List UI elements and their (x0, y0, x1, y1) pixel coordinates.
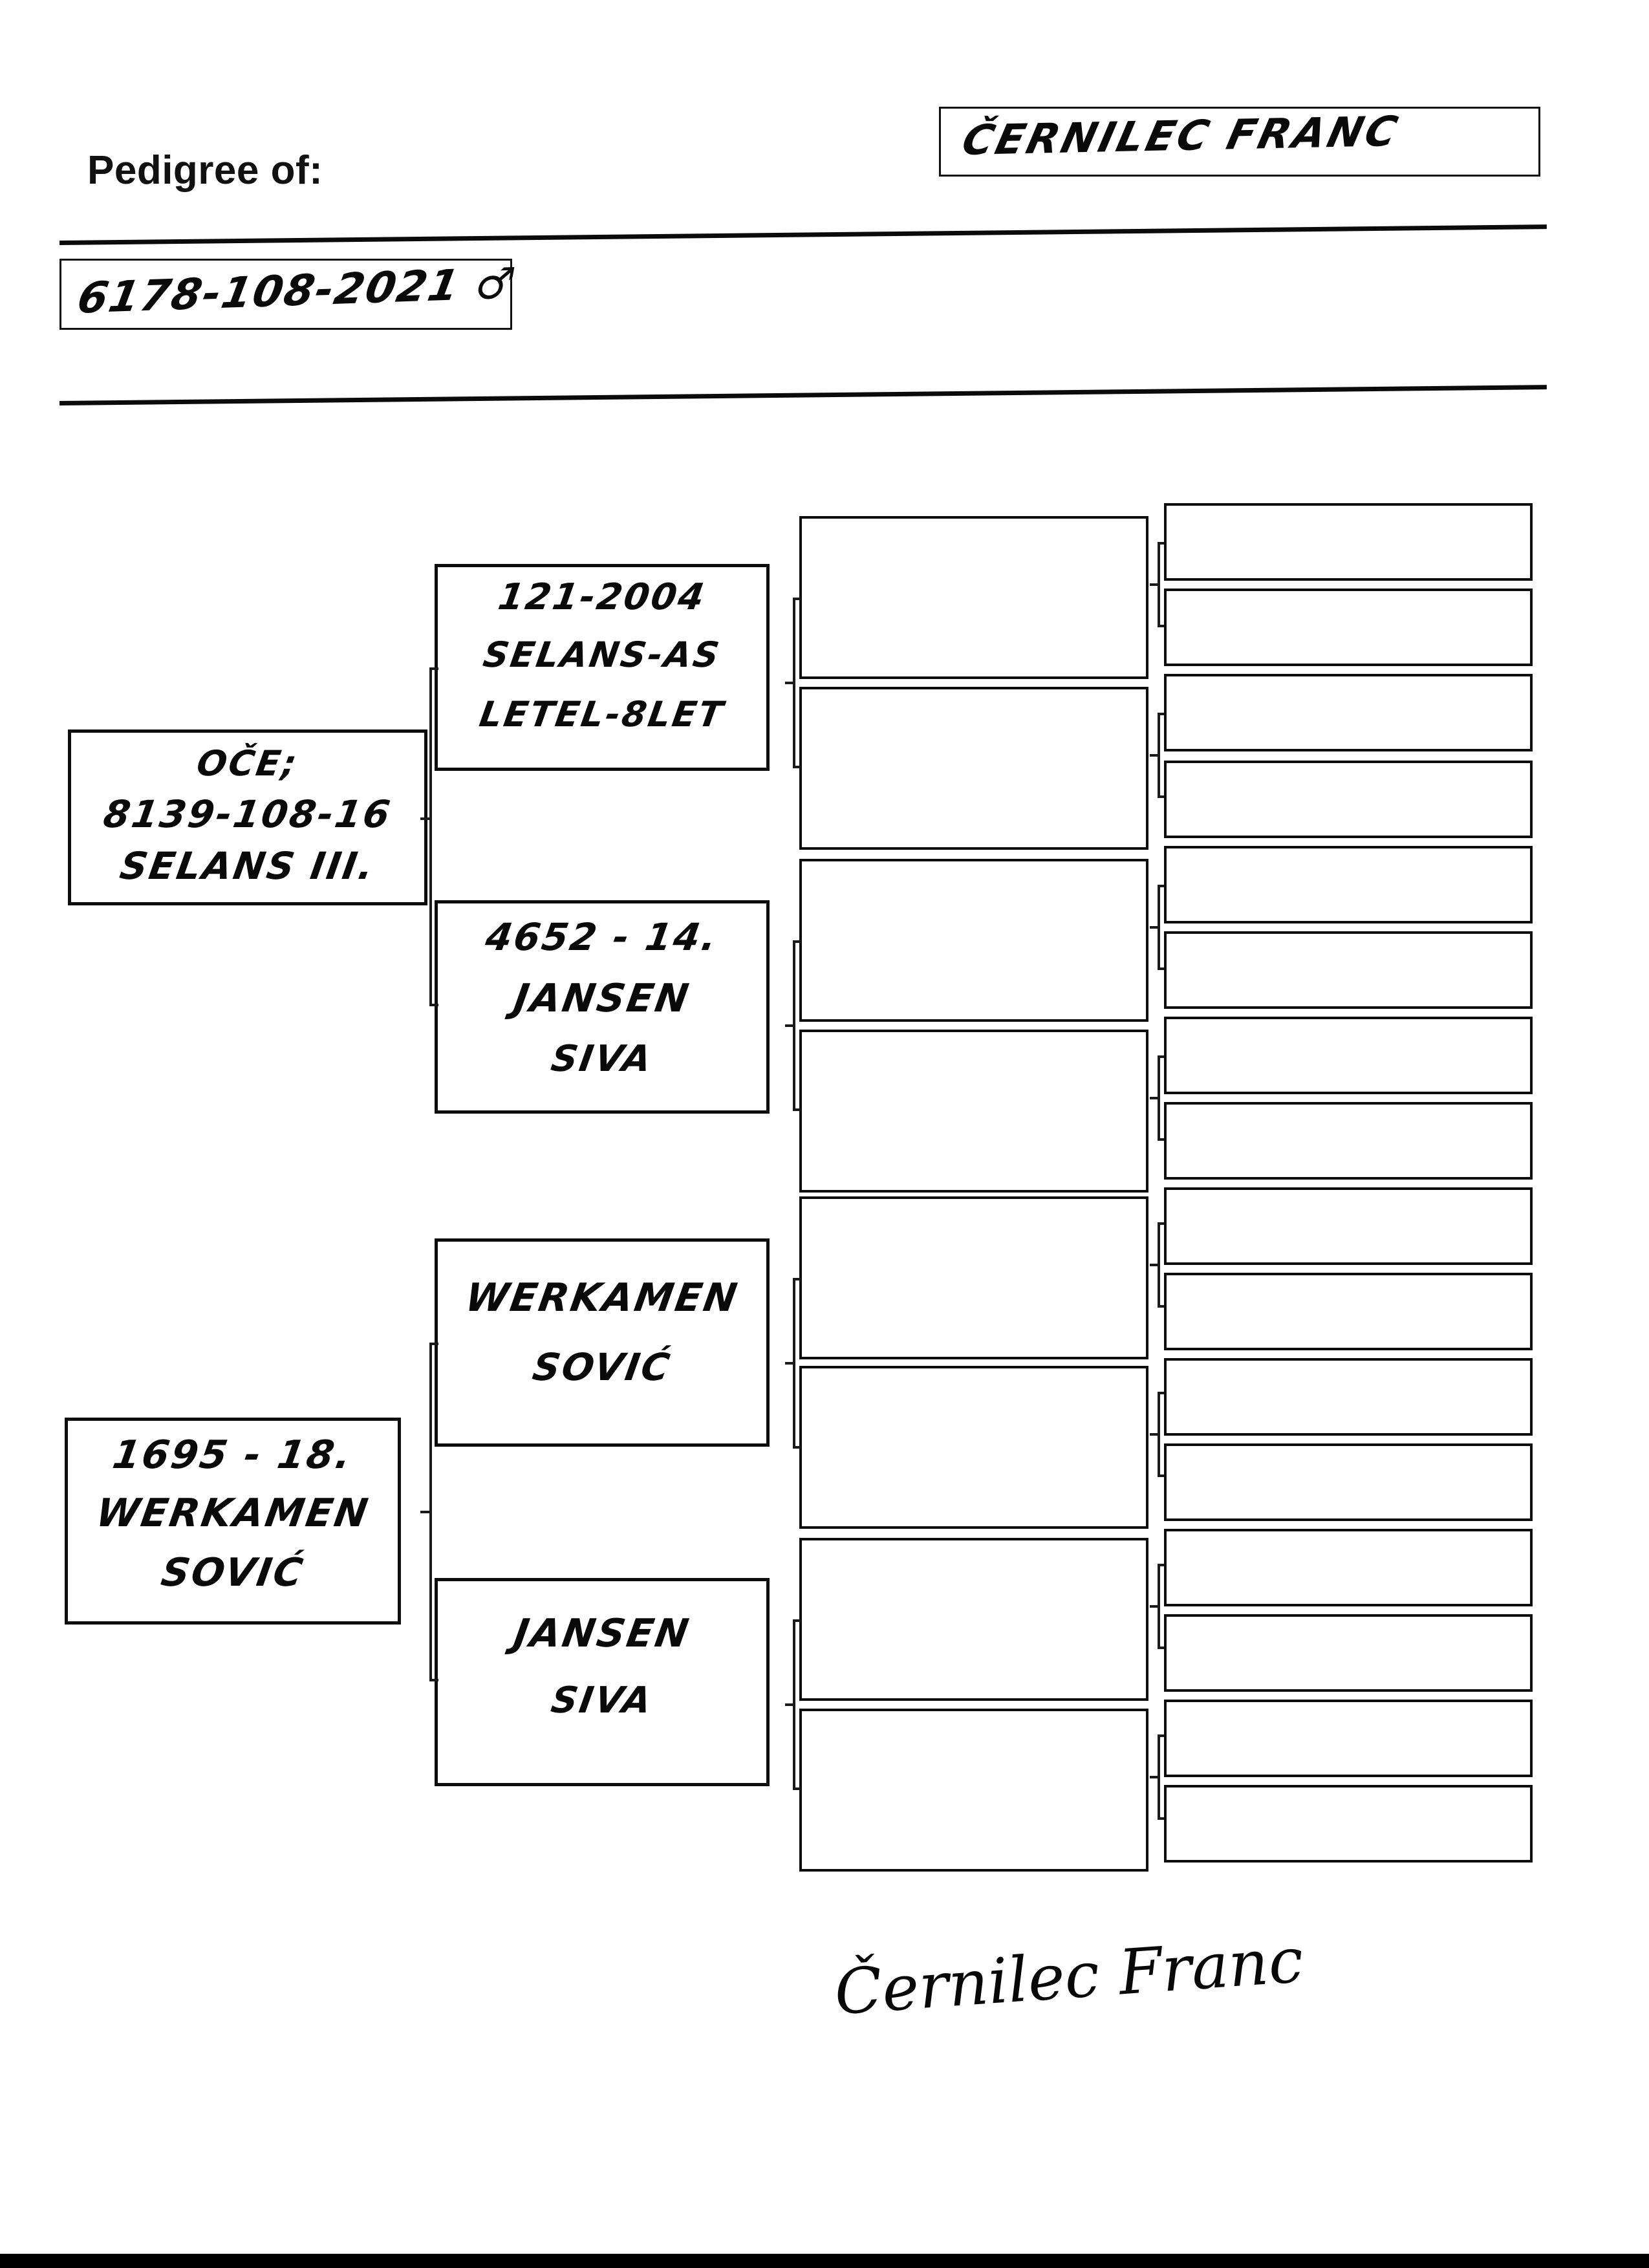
sire-lines: OČE; 8139-108-16 SELANS III. (71, 733, 424, 902)
dam-sire-line-2: SOVIĆ (530, 1345, 674, 1389)
sire-dam-lines: 4652 - 14. JANSEN SIVA (438, 903, 766, 1110)
ring-number-text: 6178-108-2021 ♂ (73, 258, 521, 323)
pedigree-box-g4-12[interactable] (1164, 1443, 1533, 1521)
pedigree-box-g3-8[interactable] (799, 1709, 1148, 1872)
pedigree-box-g3-3[interactable] (799, 859, 1148, 1022)
pedigree-box-dam-sire[interactable]: WERKAMEN SOVIĆ (435, 1238, 770, 1447)
sire-dam-line-2: JANSEN (510, 976, 694, 1021)
ring-number-box[interactable]: 6178-108-2021 ♂ (59, 258, 520, 330)
sire-line-1: OČE; (193, 743, 302, 784)
sire-dam-line-1: 4652 - 14. (482, 915, 722, 959)
owner-name-text: ČERNILEC FRANC (957, 107, 1405, 166)
pedigree-box-g4-6[interactable] (1164, 931, 1533, 1009)
dam-sire-line-1: WERKAMEN (462, 1275, 742, 1321)
pedigree-box-g4-13[interactable] (1164, 1529, 1533, 1606)
pedigree-box-g3-7[interactable] (799, 1538, 1148, 1701)
header-rule-top (59, 224, 1547, 245)
pedigree-box-sire[interactable]: OČE; 8139-108-16 SELANS III. (68, 729, 427, 905)
pedigree-box-g3-1[interactable] (799, 516, 1148, 679)
signature-area: Černilec Franc (832, 1924, 1306, 2029)
sire-sire-lines: 121-2004 SELANS-AS LETEL-8LET (438, 567, 766, 768)
pedigree-box-sire-sire[interactable]: 121-2004 SELANS-AS LETEL-8LET (435, 564, 770, 771)
sire-line-2: 8139-108-16 (100, 792, 395, 836)
page-title: Pedigree of: (87, 148, 323, 193)
dam-sire-lines: WERKAMEN SOVIĆ (438, 1242, 766, 1443)
pedigree-box-g4-4[interactable] (1164, 761, 1533, 838)
dam-line-2: WERKAMEN (92, 1491, 373, 1536)
pedigree-box-g4-2[interactable] (1164, 589, 1533, 666)
sire-sire-line-1: 121-2004 (495, 576, 709, 618)
pedigree-box-dam[interactable]: 1695 - 18. WERKAMEN SOVIĆ (65, 1418, 401, 1625)
pedigree-box-g4-16[interactable] (1164, 1785, 1533, 1863)
dam-dam-line-2: SIVA (548, 1679, 656, 1722)
pedigree-box-g3-6[interactable] (799, 1366, 1148, 1529)
pedigree-box-g3-2[interactable] (799, 687, 1148, 850)
dam-dam-lines: JANSEN SIVA (438, 1581, 766, 1783)
pedigree-box-dam-dam[interactable]: JANSEN SIVA (435, 1578, 770, 1786)
sire-line-3: SELANS III. (116, 844, 379, 888)
pedigree-box-g3-5[interactable] (799, 1196, 1148, 1359)
sire-dam-line-3: SIVA (548, 1038, 656, 1080)
pedigree-box-g4-7[interactable] (1164, 1017, 1533, 1094)
pedigree-box-g4-11[interactable] (1164, 1358, 1533, 1436)
signature-text: Černilec Franc (832, 1923, 1306, 2029)
pedigree-box-sire-dam[interactable]: 4652 - 14. JANSEN SIVA (435, 900, 770, 1114)
pedigree-box-g4-14[interactable] (1164, 1614, 1533, 1692)
dam-line-3: SOVIĆ (158, 1550, 308, 1595)
pedigree-box-g4-9[interactable] (1164, 1187, 1533, 1265)
owner-name-box[interactable]: ČERNILEC FRANC (939, 107, 1540, 177)
pedigree-box-g4-8[interactable] (1164, 1102, 1533, 1180)
sire-sire-line-2: SELANS-AS (480, 634, 724, 675)
scan-edge-bottom (0, 2254, 1649, 2268)
pedigree-box-g3-4[interactable] (799, 1030, 1148, 1193)
pedigree-box-g4-5[interactable] (1164, 846, 1533, 923)
pedigree-box-g4-1[interactable] (1164, 503, 1533, 581)
dam-dam-line-1: JANSEN (510, 1611, 694, 1656)
header-rule-bottom (59, 385, 1547, 405)
dam-lines: 1695 - 18. WERKAMEN SOVIĆ (68, 1421, 398, 1621)
pedigree-box-g4-15[interactable] (1164, 1700, 1533, 1777)
dam-line-1: 1695 - 18. (109, 1432, 356, 1478)
sire-sire-line-3: LETEL-8LET (477, 694, 727, 735)
pedigree-box-g4-3[interactable] (1164, 674, 1533, 751)
pedigree-box-g4-10[interactable] (1164, 1273, 1533, 1350)
